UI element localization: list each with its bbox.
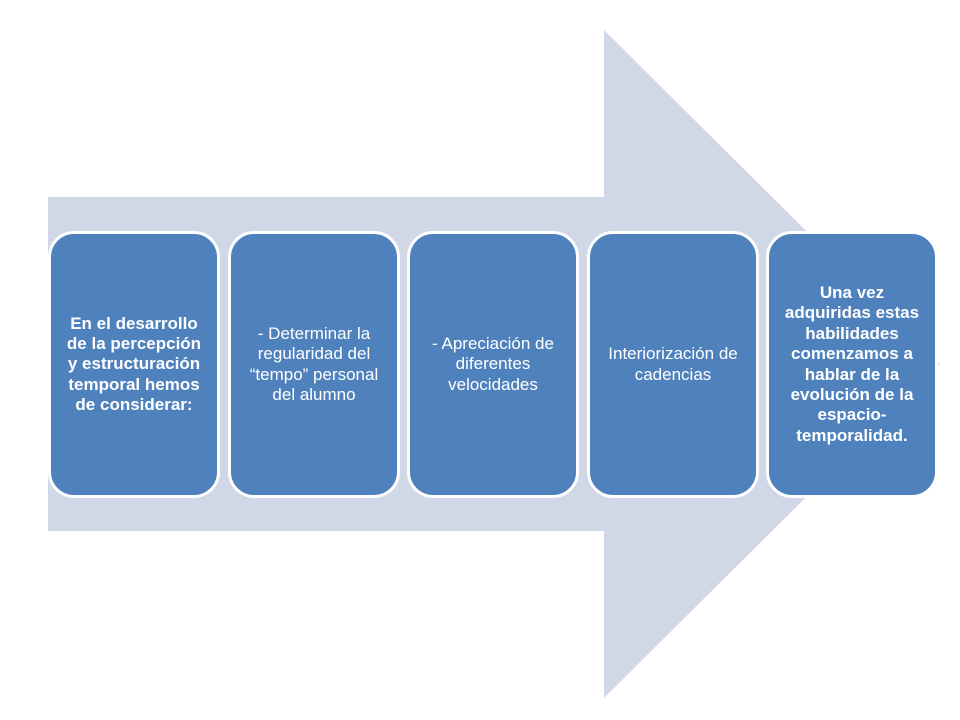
step-box-4: Interiorización de cadencias bbox=[587, 231, 759, 498]
step-box-1: En el desarrollo de la percepción y estr… bbox=[48, 231, 220, 498]
step-1-text: En el desarrollo de la percepción y estr… bbox=[66, 313, 202, 415]
step-5-text: Una vez adquiridas estas habilidades com… bbox=[784, 282, 920, 445]
step-2-text: - Determinar la regularidad del “tempo” … bbox=[249, 323, 379, 404]
step-4-text: Interiorización de cadencias bbox=[608, 344, 738, 384]
step-box-2: - Determinar la regularidad del “tempo” … bbox=[228, 231, 400, 498]
step-3-text: - Apreciación de diferentes velocidades bbox=[432, 333, 554, 394]
step-box-5: Una vez adquiridas estas habilidades com… bbox=[766, 231, 938, 498]
step-box-3: - Apreciación de diferentes velocidades bbox=[407, 231, 579, 498]
